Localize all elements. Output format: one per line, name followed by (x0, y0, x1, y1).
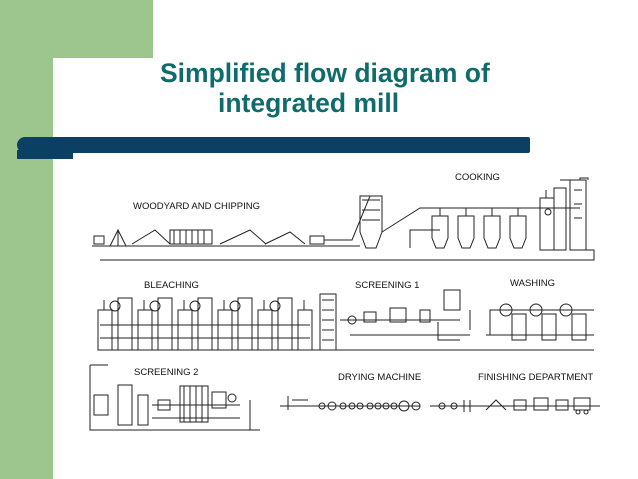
label-screening-1: SCREENING 1 (355, 280, 419, 291)
left-green-band (0, 0, 53, 479)
divider-tab (17, 150, 73, 159)
mill-flow-diagram: COOKING WOODYARD AND CHIPPING BLEACHING … (89, 172, 600, 431)
bleaching-row (97, 289, 594, 351)
label-woodyard: WOODYARD AND CHIPPING (133, 201, 260, 212)
slide-title: Simplified flow diagram of integrated mi… (160, 58, 600, 118)
label-screening-2: SCREENING 2 (134, 367, 198, 378)
title-line-2: integrated mill (218, 88, 400, 118)
woodyard-row (92, 177, 595, 261)
title-line-1: Simplified flow diagram of (160, 58, 490, 88)
drying-finishing-row (89, 364, 600, 431)
label-finishing: FINISHING DEPARTMENT (478, 372, 593, 383)
label-drying-machine: DRYING MACHINE (338, 372, 421, 383)
label-cooking: COOKING (455, 172, 500, 183)
slide-background (153, 0, 638, 479)
slide-corner (53, 58, 153, 479)
title-divider (17, 137, 530, 153)
label-washing: WASHING (510, 278, 555, 289)
label-bleaching: BLEACHING (144, 280, 199, 291)
